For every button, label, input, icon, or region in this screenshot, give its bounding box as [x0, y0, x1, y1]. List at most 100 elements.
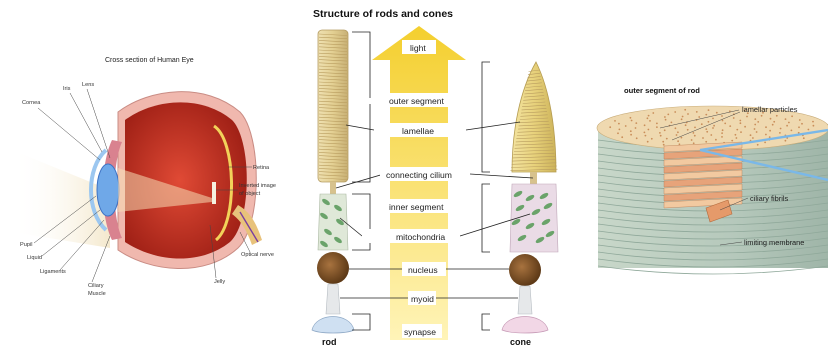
lamellar-particle-dot	[724, 123, 726, 125]
synapse-label: synapse	[404, 327, 436, 337]
outer-segment-panel: outer segment of rod lamellar particles …	[597, 86, 828, 274]
lamellar-particle-dot	[614, 120, 616, 122]
lamellar-particle-dot	[798, 126, 800, 128]
lamellar-particle-dot	[754, 128, 756, 130]
lamellar-particle-dot	[647, 141, 649, 143]
lamellar-particle-dot	[773, 121, 775, 123]
lamellar-particle-dot	[618, 123, 620, 125]
lamellar-particle-dot	[663, 144, 665, 146]
lamellar-particle-dot	[648, 129, 650, 131]
lamellar-particle-dot	[706, 131, 708, 133]
lamellar-particle-dot	[721, 115, 723, 117]
lamellar-particle-dot	[712, 118, 714, 120]
lamellar-particle-dot	[750, 134, 752, 136]
lamellar-particle-dot	[756, 131, 758, 133]
rods-cones-panel: Structure of rods and cones rod cone	[312, 8, 558, 347]
lamellar-particle-dot	[736, 137, 738, 139]
lamellar-particle-dot	[679, 143, 681, 145]
muscle-label: Muscle	[88, 291, 106, 297]
eye-panel-title: Cross section of Human Eye	[105, 57, 194, 64]
lamellar-particle-dot	[722, 120, 724, 122]
lamellar-particle-dot	[609, 126, 611, 128]
lamellar-particle-dot	[772, 124, 774, 126]
lamellar-particle-dot	[813, 125, 815, 127]
eye-cross-section-panel: Cross section of Human Eye	[12, 57, 276, 297]
lamellar-particle-dot	[687, 129, 689, 131]
lamellar-particle-dot	[682, 116, 684, 118]
lamellar-particle-dot	[630, 134, 632, 136]
lamellar-particle-dot	[677, 131, 679, 133]
cone-synapse-shape	[502, 317, 548, 334]
lamellar-particle-dot	[619, 129, 621, 131]
ligaments-label: Ligaments	[40, 269, 66, 275]
lamellar-particle-dot	[652, 112, 654, 114]
lamellar-particles-label: lamellar particles	[742, 105, 798, 114]
lamellar-particle-dot	[684, 109, 686, 111]
lamellar-particle-dot	[765, 134, 767, 136]
lamellar-particle-dot	[744, 126, 746, 128]
inverted-image-label: Inverted image	[239, 183, 276, 189]
lamellar-particle-dot	[696, 111, 698, 113]
lamellar-particle-dot	[677, 140, 679, 142]
lamellar-particle-dot	[770, 118, 772, 120]
lamellar-particle-dot	[808, 129, 810, 131]
lamellar-particle-dot	[740, 131, 742, 133]
lamellar-particle-dot	[685, 124, 687, 126]
lamellar-particle-dot	[705, 128, 707, 130]
lamellar-particle-dot	[644, 124, 646, 126]
lamellar-particle-dot	[698, 116, 700, 118]
lamellar-particle-dot	[715, 139, 717, 141]
lamellar-particle-dot	[647, 117, 649, 119]
pupil-label: Pupil	[20, 242, 32, 248]
rods-cones-title: Structure of rods and cones	[313, 8, 453, 20]
lamellar-particle-dot	[786, 125, 788, 127]
lamellar-particle-dot	[739, 120, 741, 122]
lamellar-particle-dot	[630, 130, 632, 132]
outer-segment-label: outer segment	[389, 96, 445, 106]
lamellar-particle-dot	[665, 119, 667, 121]
lamellar-particle-dot	[780, 128, 782, 130]
lamellar-particle-dot	[630, 117, 632, 119]
lamellar-particle-dot	[676, 134, 678, 136]
lamellar-particle-dot	[702, 137, 704, 139]
lamellar-particle-dot	[721, 132, 723, 134]
rod-label: rod	[322, 337, 337, 347]
lamellar-particle-dot	[681, 137, 683, 139]
cone-label: cone	[510, 337, 531, 347]
cornea-label: Cornea	[22, 100, 41, 106]
lamellar-particle-dot	[705, 114, 707, 116]
lamellar-particle-dot	[671, 122, 673, 124]
lamellar-particle-dot	[621, 136, 623, 138]
lamellar-particle-dot	[757, 121, 759, 123]
lamellar-particle-dot	[656, 126, 658, 128]
lamellar-particle-dot	[785, 140, 787, 142]
cone-outer-segment-shape	[512, 62, 556, 172]
mitochondria-label: mitochondria	[396, 232, 445, 242]
lamellar-particle-dot	[791, 130, 793, 132]
lamellar-particle-dot	[694, 135, 696, 137]
lamellar-particle-dot	[631, 120, 633, 122]
retina-label: Retina	[253, 165, 270, 171]
lamellar-particle-dot	[693, 142, 695, 144]
lamellar-particle-dot	[729, 125, 731, 127]
lens-label: Lens	[82, 82, 94, 88]
lamellar-particle-dot	[779, 132, 781, 134]
light-label: light	[410, 43, 426, 53]
lamellar-particle-dot	[644, 132, 646, 134]
lamellar-particle-dot	[733, 117, 735, 119]
nucleus-label: nucleus	[408, 265, 438, 275]
lamellar-particle-dot	[746, 116, 748, 118]
lamellar-particle-dot	[691, 139, 693, 141]
lamellar-particle-dot	[705, 141, 707, 143]
lamellar-particle-dot	[635, 127, 637, 129]
lamellar-particle-dot	[754, 118, 756, 120]
lamellae-label: lamellae	[402, 126, 434, 136]
lamellar-particle-dot	[660, 135, 662, 137]
rod-myoid-shape	[326, 284, 340, 314]
lamellar-particle-dot	[788, 122, 790, 124]
rod-synapse-shape	[312, 317, 354, 334]
lamellar-particle-dot	[776, 115, 778, 117]
lamellar-particle-dot	[625, 125, 627, 127]
lamellar-particle-dot	[659, 132, 661, 134]
